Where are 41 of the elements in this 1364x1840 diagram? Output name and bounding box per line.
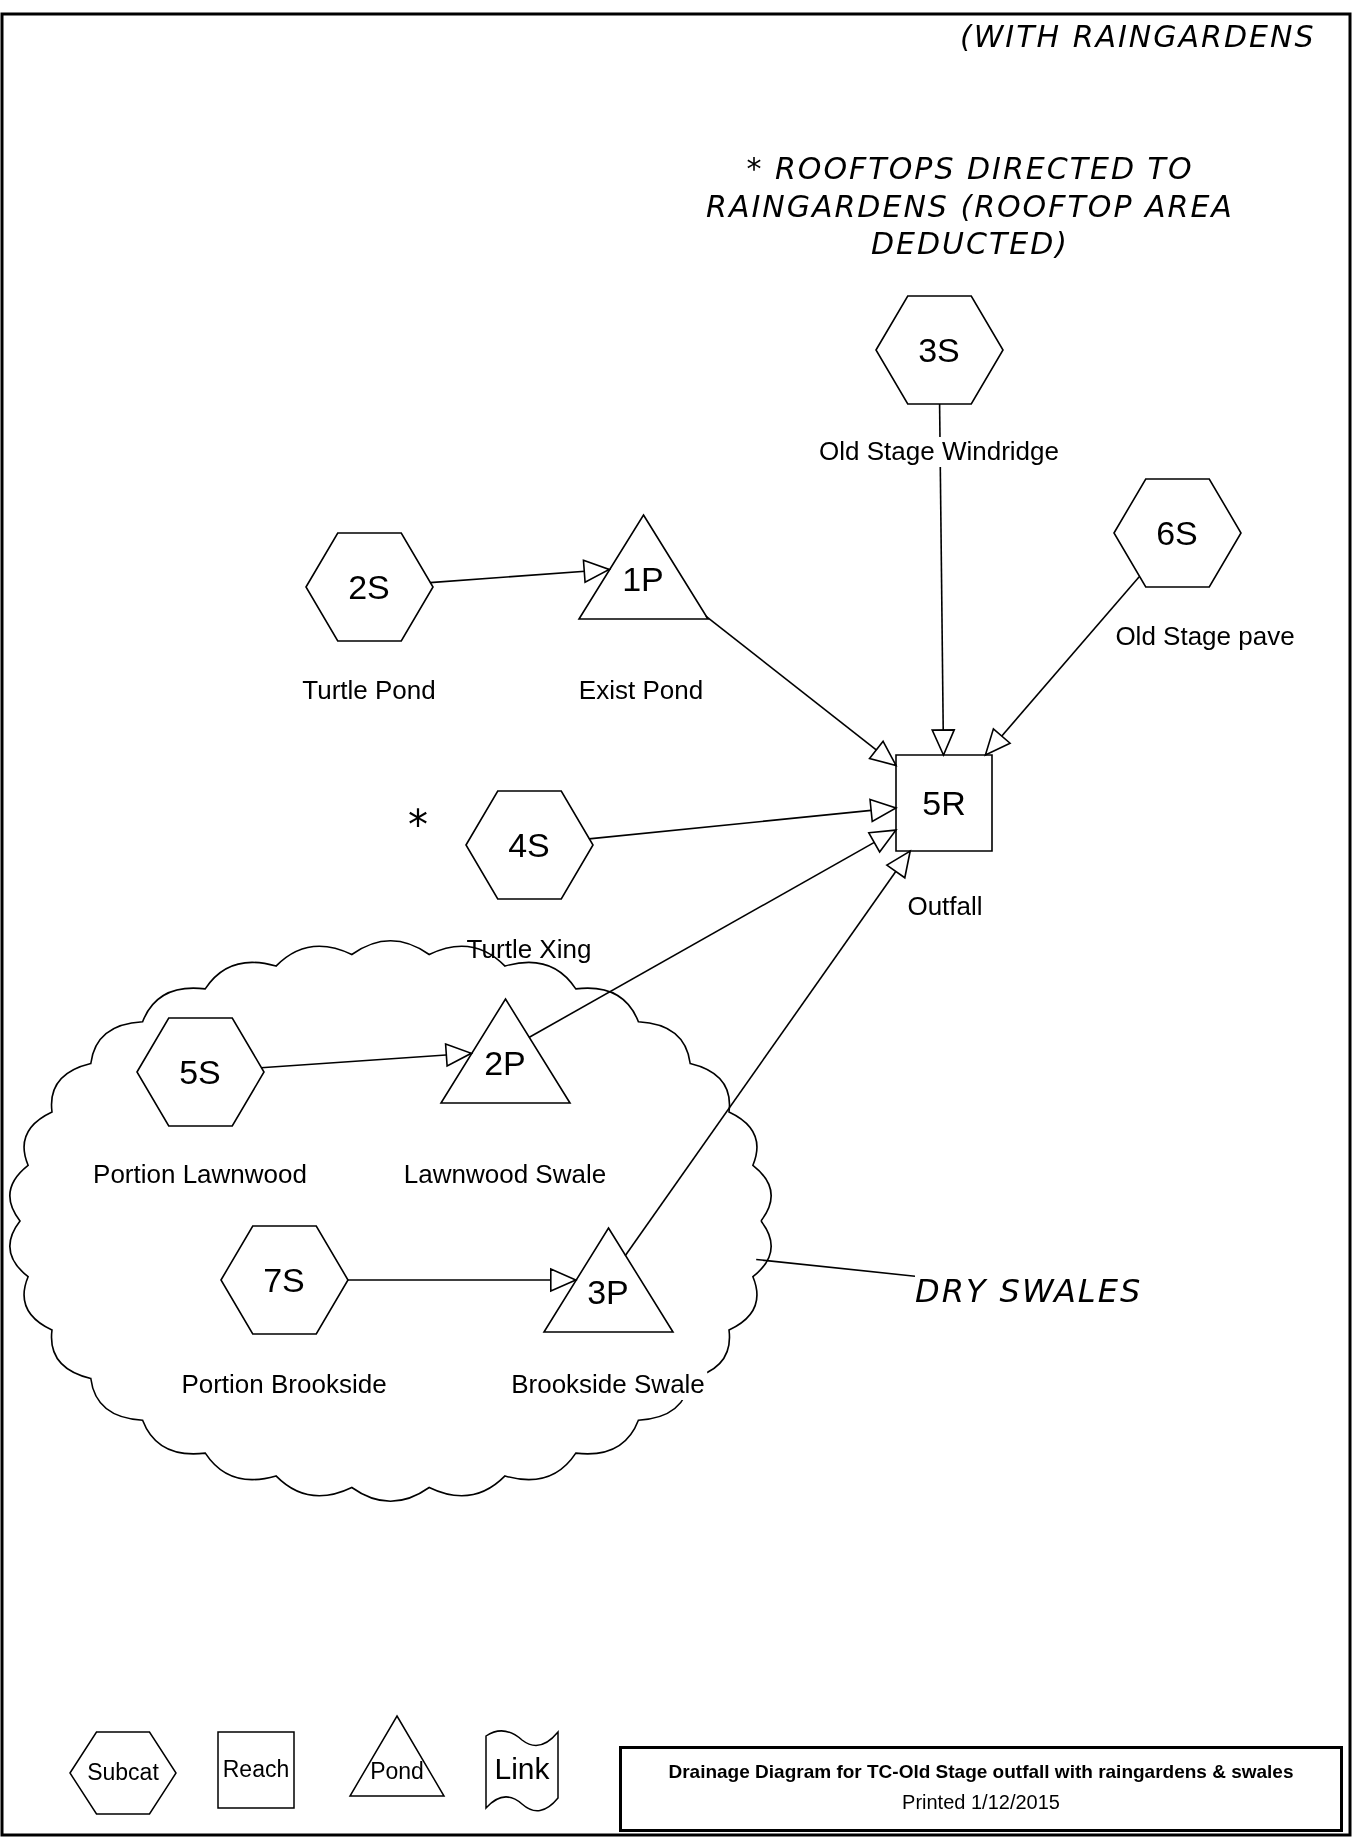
node-id: 2S — [347, 570, 391, 604]
subcatchment-hexagon — [305, 533, 433, 641]
leader-line — [755, 1258, 916, 1277]
title-text: Drainage Diagram for TC-Old Stage outfall with raingardens & swales — [667, 1761, 1295, 1783]
legend-text: Link — [493, 1754, 551, 1784]
node-id: 4S — [507, 828, 551, 862]
subcatchment-hexagon — [136, 1018, 264, 1126]
flow-arrow — [624, 850, 911, 1257]
pond-triangle — [578, 515, 708, 619]
pond-triangle — [543, 1228, 673, 1332]
node-id: 6S — [1155, 516, 1199, 550]
flow-arrow — [528, 829, 897, 1039]
node-id: 3S — [917, 333, 961, 367]
subcatchment-hexagon — [875, 296, 1003, 404]
node-id: 5R — [921, 786, 967, 820]
legend-text: Reach — [221, 1758, 291, 1781]
flow-arrow — [429, 559, 610, 584]
pond-triangle — [440, 999, 570, 1103]
node-id: 7S — [262, 1263, 306, 1297]
print-date-text: Printed 1/12/2015 — [901, 1791, 1061, 1814]
node-id: 1P — [621, 562, 665, 597]
flow-arrow — [931, 403, 955, 756]
handwritten-note: (WITH RAINGARDENS — [960, 18, 1316, 56]
legend-text: Subcat — [86, 1761, 160, 1784]
flow-arrow — [705, 615, 897, 767]
flow-arrow — [984, 576, 1140, 756]
node-id: 5S — [178, 1055, 222, 1089]
subcatchment-hexagon — [465, 791, 593, 899]
node-caption: Old Stage Windridge — [817, 437, 1061, 467]
legend-text: Pond — [369, 1760, 425, 1783]
handwritten-note: * ROOFTOPS DIRECTED TO RAINGARDENS (ROOFTOP AREA DEDUCTED) — [705, 150, 1235, 263]
flow-arrow — [260, 1043, 473, 1069]
reach-square — [896, 755, 992, 851]
flow-arrow — [346, 1268, 577, 1292]
handwritten-label: DRY SWALES — [915, 1272, 1143, 1310]
subcatchment-hexagon — [1113, 479, 1241, 587]
node-id: 2P — [483, 1046, 527, 1081]
asterisk-mark: * — [408, 801, 430, 850]
flow-arrow — [588, 798, 897, 840]
subcatchment-hexagon — [220, 1226, 348, 1334]
node-id: 3P — [586, 1275, 630, 1310]
